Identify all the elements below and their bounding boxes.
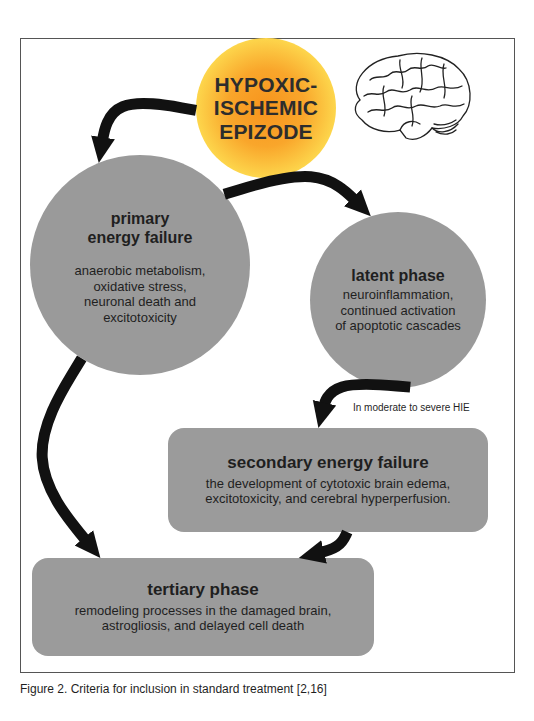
circle-shape [30, 155, 250, 375]
brain-illustration [355, 54, 470, 140]
phase-box: tertiary phase remodeling processes in th… [32, 558, 374, 656]
node-content: secondary energy failure the development … [168, 428, 488, 532]
node-body: the development of cytotoxic brain edema… [178, 476, 478, 507]
brain-gyri [368, 104, 464, 112]
circle-shape [310, 212, 486, 388]
phase-circle: primary energy failure anaerobic metaboli… [30, 155, 250, 375]
node-content: tertiary phase remodeling processes in th… [32, 558, 374, 656]
node-body: remodeling processes in the damaged brai… [53, 603, 353, 634]
node-content: primary energy failure anaerobic metaboli… [30, 155, 250, 375]
flow-arrow [42, 358, 91, 547]
brain-gyri [370, 65, 446, 80]
event-circle: HYPOXIC- ISCHEMIC EPIZODE [196, 38, 336, 178]
brain-cerebellum [432, 120, 458, 134]
brain-stem [400, 122, 420, 130]
flow-arrow [101, 103, 196, 149]
condition-note: In moderate to severe HIE [353, 402, 470, 413]
node-heading: secondary energy failure [227, 453, 428, 473]
flow-arrow [312, 532, 347, 555]
node-body: anaerobic metabolism, oxidative stress, … [70, 263, 210, 325]
flow-arrow [224, 177, 361, 207]
phase-circle: latent phase neuroinflammation, continued… [310, 212, 486, 388]
figure-caption: Figure 2. Criteria for inclusion in stan… [20, 682, 520, 696]
node-heading: HYPOXIC- ISCHEMIC EPIZODE [209, 73, 324, 144]
figure-border [21, 39, 515, 673]
node-body: neuroinflammation, continued activation … [334, 287, 462, 334]
phase-box: secondary energy failure the development … [168, 428, 488, 532]
node-heading: latent phase [323, 266, 473, 285]
connector-group [42, 103, 410, 554]
circle-shape [196, 38, 336, 178]
brain-sulci [383, 58, 445, 126]
brain-gyri [364, 86, 462, 96]
node-content: HYPOXIC- ISCHEMIC EPIZODE [196, 38, 336, 178]
node-heading: primary energy failure [85, 209, 195, 247]
brain-outline [355, 54, 470, 140]
node-heading: tertiary phase [147, 580, 259, 600]
node-content: latent phase neuroinflammation, continued… [310, 212, 486, 388]
